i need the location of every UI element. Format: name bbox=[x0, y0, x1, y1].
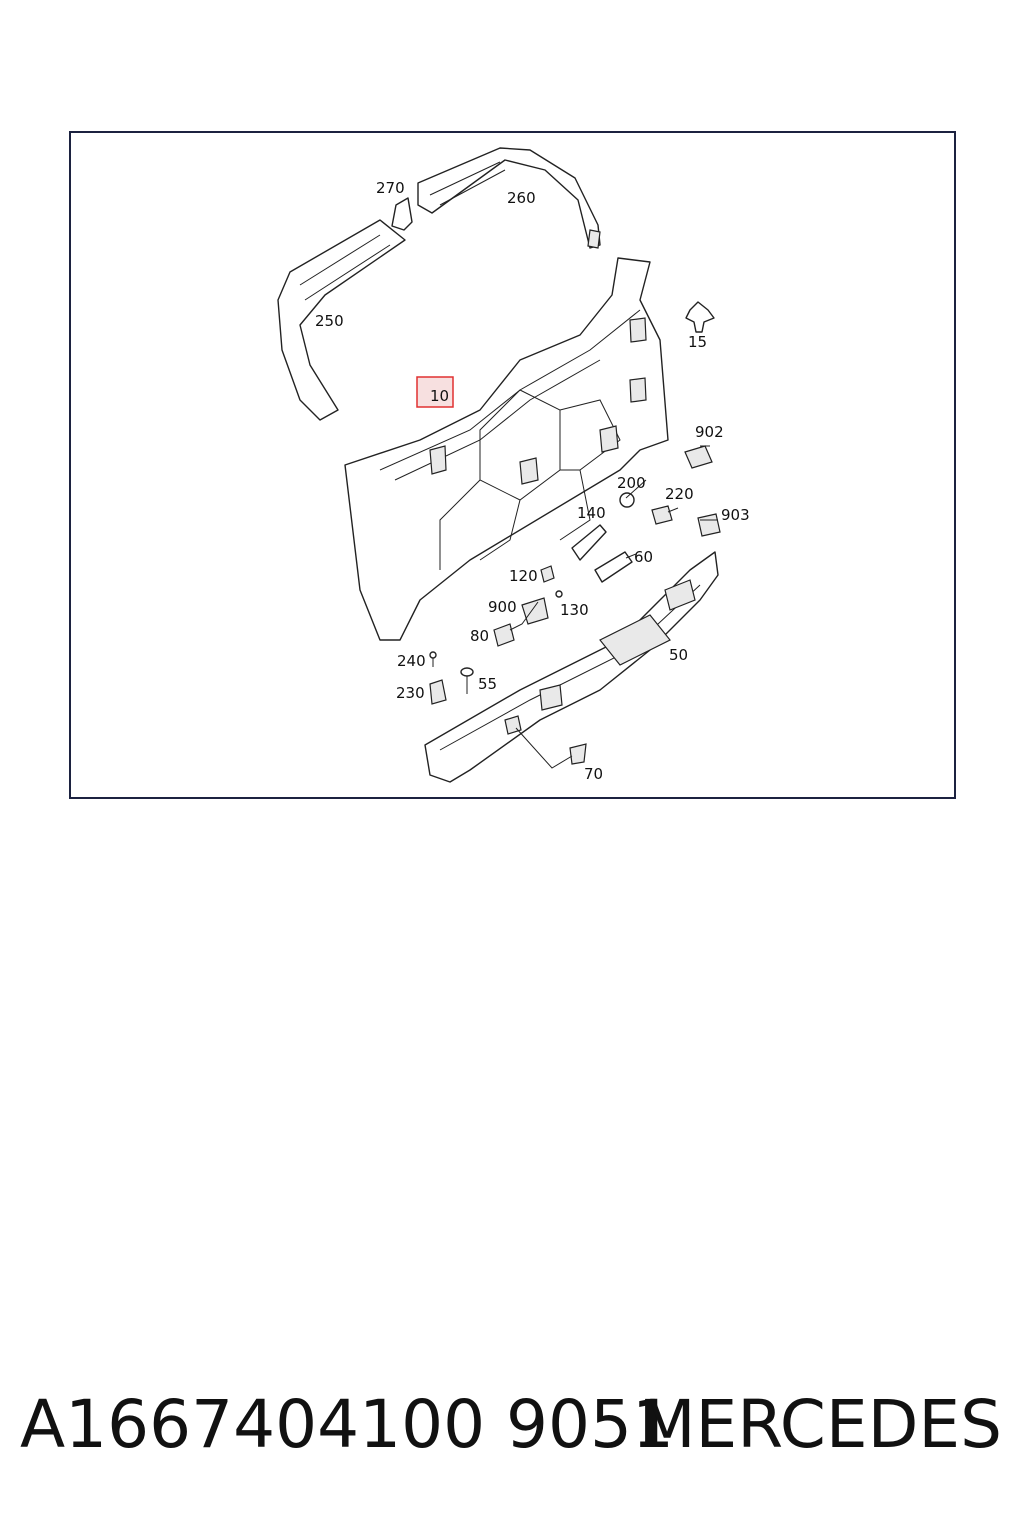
callout-220: 220 bbox=[665, 485, 694, 503]
part-220 bbox=[651, 505, 673, 525]
part-130 bbox=[555, 590, 563, 598]
callout-60: 60 bbox=[634, 548, 653, 566]
part-900 bbox=[521, 597, 549, 625]
callout-80: 80 bbox=[470, 627, 489, 645]
part-270 bbox=[391, 197, 413, 231]
callout-15: 15 bbox=[688, 333, 707, 351]
part-55 bbox=[460, 667, 474, 694]
callout-902: 902 bbox=[695, 423, 724, 441]
callout-10-highlight bbox=[416, 376, 454, 408]
callout-900: 900 bbox=[488, 598, 517, 616]
callout-10: 10 bbox=[430, 387, 449, 405]
callout-140: 140 bbox=[577, 504, 606, 522]
part-200 bbox=[619, 492, 635, 508]
callout-130: 130 bbox=[560, 601, 589, 619]
callout-903: 903 bbox=[721, 506, 750, 524]
callout-200: 200 bbox=[617, 474, 646, 492]
part-903 bbox=[697, 513, 721, 537]
callout-270: 270 bbox=[376, 179, 405, 197]
part-260 bbox=[417, 147, 601, 249]
part-10 bbox=[344, 257, 669, 641]
callout-250: 250 bbox=[315, 312, 344, 330]
part-902 bbox=[684, 445, 713, 469]
callout-230: 230 bbox=[396, 684, 425, 702]
callout-120: 120 bbox=[509, 567, 538, 585]
callout-260: 260 bbox=[507, 189, 536, 207]
part-number: A1667404100 9051 bbox=[20, 1386, 675, 1463]
part-15 bbox=[685, 301, 715, 333]
part-80 bbox=[493, 623, 515, 647]
part-50 bbox=[424, 551, 719, 783]
part-140 bbox=[571, 524, 607, 561]
brand-name: MERCEDES bbox=[638, 1386, 1002, 1463]
part-60 bbox=[594, 551, 633, 583]
part-120 bbox=[540, 565, 555, 583]
part-230 bbox=[429, 679, 447, 705]
callout-240: 240 bbox=[397, 652, 426, 670]
part-240 bbox=[429, 651, 437, 667]
footer: A1667404100 9051 MERCEDES bbox=[0, 1380, 1024, 1470]
leader-lines bbox=[509, 445, 718, 631]
callout-70: 70 bbox=[584, 765, 603, 783]
part-70 bbox=[504, 715, 587, 769]
callout-55: 55 bbox=[478, 675, 497, 693]
callout-50: 50 bbox=[669, 646, 688, 664]
part-250 bbox=[277, 219, 406, 421]
